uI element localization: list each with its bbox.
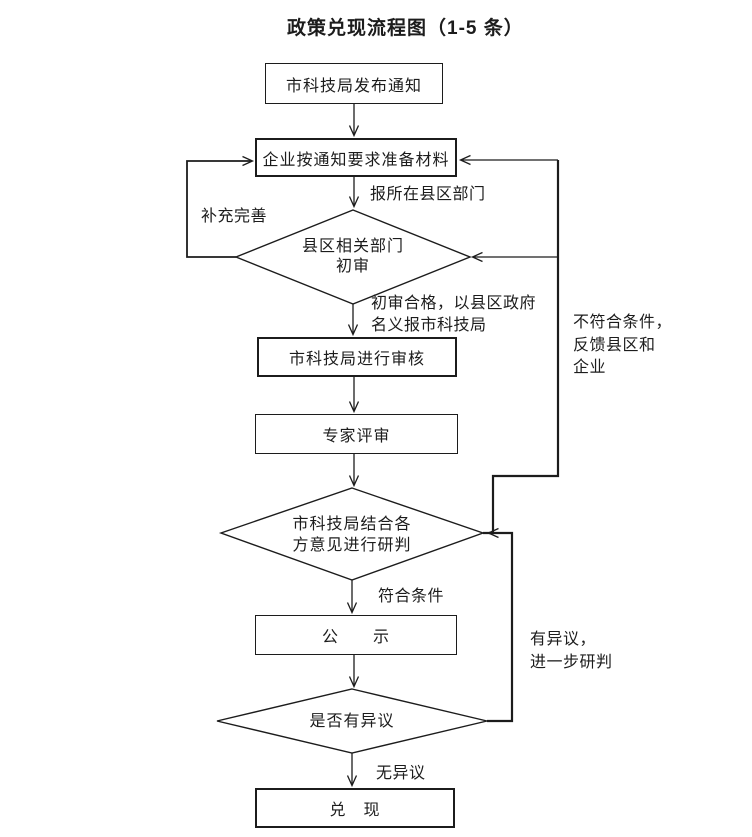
judgement-line2: 方意见进行研判: [292, 537, 412, 554]
node-city-review: 市科技局进行审核: [257, 337, 457, 377]
node-expert-review-label: 专家评审: [322, 428, 391, 445]
not-qualified-line2: 反馈县区和: [573, 336, 656, 354]
objection-check-line: 是否有异议: [309, 713, 395, 730]
page-title: 政策兑现流程图（1-5 条）: [287, 18, 524, 39]
objection-line2: 进一步研判: [530, 654, 613, 671]
initial-review-line2: 初审: [335, 258, 370, 275]
pass-initial-line1: 初审合格，以县区政府: [371, 295, 537, 312]
node-objection-check-label: 是否有异议: [252, 712, 452, 732]
node-prepare-label: 企业按通知要求准备材料: [262, 151, 450, 169]
edge-label-no-objection: 无异议: [376, 765, 426, 782]
edge-label-not-qualified: 不符合条件， 反馈县区和 企业: [573, 312, 672, 380]
edge-label-qualified: 符合条件: [378, 588, 445, 605]
node-fulfillment-label: 兑 现: [329, 802, 381, 819]
loop-objection: [486, 527, 514, 723]
node-city-review-label: 市科技局进行审核: [288, 351, 425, 368]
initial-review-line1: 县区相关部门: [301, 238, 404, 255]
pass-initial-line2: 名义报市科技局: [371, 316, 487, 334]
node-judgement-label: 市科技局结合各 方意见进行研判: [252, 514, 452, 556]
node-publicity: 公 示: [255, 615, 457, 655]
edge-label-objection: 有异议， 进一步研判: [530, 628, 613, 674]
node-expert-review: 专家评审: [255, 414, 458, 454]
node-initial-review-label: 县区相关部门 初审: [253, 237, 453, 277]
not-qualified-line3: 企业: [573, 359, 607, 376]
objection-line1: 有异议，: [530, 631, 597, 648]
loop-supplement: [186, 155, 255, 258]
node-prepare: 企业按通知要求准备材料: [255, 138, 457, 177]
node-notice: 市科技局发布通知: [265, 63, 443, 104]
edge-label-supplement: 补充完善: [201, 208, 268, 225]
judgement-line1: 市科技局结合各: [292, 516, 412, 533]
loop-not-qualified-main: [483, 160, 560, 535]
node-fulfillment: 兑 现: [255, 788, 455, 828]
edge-label-report-to-county: 报所在县区部门: [370, 186, 486, 203]
node-notice-label: 市科技局发布通知: [285, 77, 422, 95]
node-publicity-label: 公 示: [321, 629, 390, 646]
not-qualified-line1: 不符合条件，: [573, 314, 673, 331]
edge-label-pass-initial: 初审合格，以县区政府 名义报市科技局: [371, 293, 536, 336]
